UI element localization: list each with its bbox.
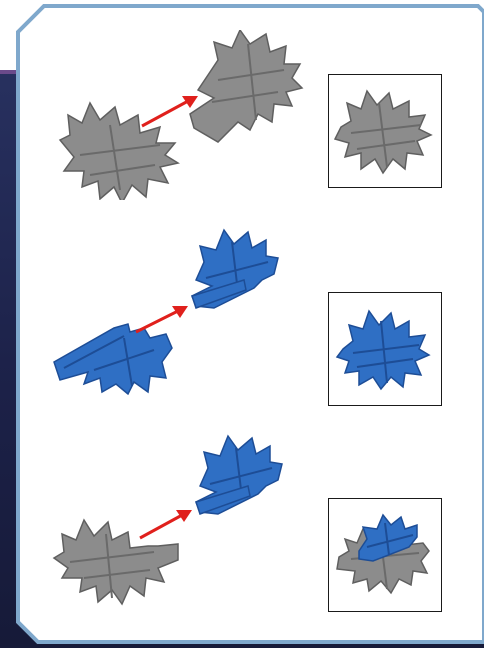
blue-half-gear-part	[53, 323, 173, 396]
gray-gear-top-part	[189, 30, 304, 143]
mixed-gear-assembly-icon	[336, 513, 430, 595]
gray-half-gear-part	[52, 518, 179, 606]
step-2-result-box	[328, 292, 442, 406]
step-3-result-box	[328, 498, 442, 612]
blue-half-gear-assembly-part	[195, 434, 283, 515]
gray-gear-part	[58, 101, 180, 200]
step-2	[50, 222, 310, 402]
step-1-result-box	[328, 74, 442, 188]
step-3	[50, 428, 310, 618]
step-1	[50, 30, 310, 200]
arrow-right-icon	[141, 96, 198, 128]
arrow-right-icon	[139, 510, 192, 540]
blue-gear-assembly-icon	[335, 309, 431, 391]
blue-half-gear-top-part	[191, 228, 279, 309]
gray-gear-assembly-icon	[333, 89, 433, 175]
arrow-right-icon	[135, 306, 188, 334]
background-stripe	[0, 70, 30, 74]
